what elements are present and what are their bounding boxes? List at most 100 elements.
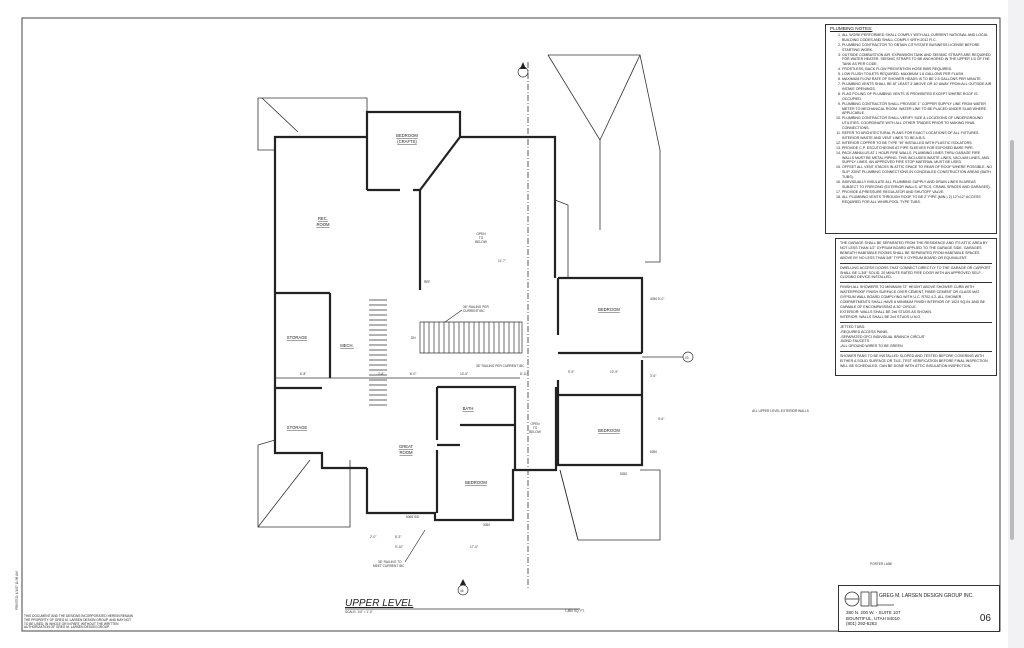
dimension-label: 2'-8" [378,372,384,376]
open-below-label: TO [479,236,484,240]
plumbing-note: OUTSIDE COMBUSTION AIR, EXPANSION TANK A… [842,53,992,68]
company-name: GREG M. LARSEN DESIGN GROUP INC. [879,593,974,599]
bedroom-crafts-label: BEDROOM [396,133,418,138]
dimension-label: 4050 [650,297,657,301]
address-line: 380 N. 200 W. - SUITE 107 [846,610,901,615]
dimension-label: 17'-0" [470,545,478,549]
dimension-label: 2'-0" [370,535,376,539]
plumbing-note: MAXIMUM FLOW RATE OF SHOWER HEADS IS TO … [842,77,992,82]
plumbing-note: LOW FLUSH TOILETS REQUIRED. MAXIMUM 1.6 … [842,72,992,77]
title-block: GREG M. LARSEN DESIGN GROUP INC. 380 N. … [838,585,1000,632]
bedroom-label: BEDROOM [598,428,620,433]
room-labels: REC. ROOM BEDROOM (CRAFTS) OPEN TO BELOW… [287,133,621,485]
plumbing-note: PLUMBING CONTRACTOR SHALL VERIFY SIZE & … [842,116,992,131]
section-marker-bottom: 06 [457,579,469,596]
dimension-label: 3'-6" [650,374,656,378]
sheet-number: 06 [979,613,991,624]
plumbing-note: FROSTLESS, BACK FLOW PREVENTION HOSE BIB… [842,67,992,72]
storage-label: STORAGE [287,335,308,340]
dimension-label: 8'-11" [520,372,528,376]
svg-text:MEET CURRENT IBC: MEET CURRENT IBC [373,564,405,568]
sheet-border [21,17,1001,632]
bedroom-crafts-label: (CRAFTS) [397,139,417,144]
plumbing-note: REFER TO ARCHITECTURAL PLANS FOR EXACT L… [842,131,992,141]
dimension-label: 5'-0" [658,297,664,301]
roof-outlines [257,54,661,541]
svg-text:36" RAILING TO: 36" RAILING TO [378,560,402,564]
section-marker-right: 03 [642,351,694,363]
plumbing-note: PACK ANNULUS AT 1 HOUR FIRE WALLS. PLUMB… [842,151,992,166]
svg-text:6068 S/D: 6068 S/D [406,515,420,519]
dimension-labels: 6'-8" 2'-8" 6'-0" 10'-5" 8'-11" 9'-9" 10'-9" 2'… [300,259,664,549]
annotations: 36" RAILING PER CURRENT IBC 36" RAILING … [373,280,892,568]
plumbing-note: FLAG POLING OF PLUMBING VENTS IS PROHIBI… [842,92,992,102]
copyright-notice: THIS DOCUMENT AND THE DESIGNS INCORPORAT… [24,614,133,630]
great-room-label: GREAT [399,444,414,449]
svg-text:36" RAILING PER CURRENT IBC: 36" RAILING PER CURRENT IBC [476,364,525,368]
drawing-scale: SCALE: 1/4" = 1'-0" [345,610,373,614]
svg-text:PORTER LANE: PORTER LANE [870,562,892,566]
print-stamp: PRINTED: 1/1/07 11:36 AM [15,571,19,610]
plumbing-note: PROVIDE A PRESSURE REGULATOR AND SHUTOFF… [842,190,992,195]
great-room-label: ROOM [399,450,413,455]
dimension-label: 3050 [483,523,490,527]
svg-text:ALL UPPER LEVEL EXTERIOR WALLS: ALL UPPER LEVEL EXTERIOR WALLS [752,409,809,413]
drawing-area: 1,850 SQ. FT. [565,609,585,613]
mech-label: MECH. [340,343,354,348]
plumbing-note: ALL PLUMBING VENTS THROUGH ROOF TO BE 2"… [842,195,992,205]
company-logo [844,591,894,607]
dimension-label: 10'-5" [460,372,468,376]
plumbing-notes: PLUMBING NOTES: ALL WORK PERFORMED SHALL… [825,24,997,234]
bath-label: BATH [463,406,474,411]
general-note: DWELLING ACCESS DOORS THAT CONNECT DIREC… [840,264,992,284]
plumbing-note: PROVIDE C.P. ESCUTCHEONS AT PIPE SLEEVES… [842,146,992,151]
dimension-label: 11'-7" [498,259,506,263]
dimension-label: 8'-3" [395,535,401,539]
dimension-label: 9'-10" [395,545,403,549]
rec-room-label: ROOM [316,222,330,227]
svg-text:REF.: REF. [424,280,431,284]
open-below-label: OPEN [530,422,540,426]
north-marker [517,62,529,78]
storage-label: STORAGE [287,425,308,430]
plumbing-note: OFFSET ALL VENT STACKS IN ATTIC SPACE TO… [842,165,992,180]
dimension-label: 6'-0" [410,372,416,376]
phone-number: (801) 292-6263 [846,621,877,626]
general-notes: THE GARAGE SHALL BE SEPARATED FROM THE R… [835,238,997,376]
rec-room-label: REC. [318,216,328,221]
svg-text:36" RAILING PER: 36" RAILING PER [463,305,489,309]
dimension-label: 5050 [620,472,627,476]
general-note: SHOWER PANS TO BE INSTALLED SLOPED AND T… [840,354,988,369]
plumbing-notes-heading: PLUMBING NOTES: [830,26,873,31]
plumbing-note: ALL WORK PERFORMED SHALL COMPLY WITH ALL… [842,33,992,43]
open-below-label: TO [533,426,538,430]
walls [273,110,644,522]
bedroom-label: BEDROOM [465,480,487,485]
svg-text:06: 06 [460,589,464,593]
dimension-label: 6'-8" [300,372,306,376]
drawing-title: UPPER LEVEL [345,598,413,609]
address-line: BOUNTIFUL, UTAH 84010 [846,615,900,621]
scrollbar[interactable] [1010,140,1014,540]
plumbing-note: PLUMBING CONTRACTOR TO OBTAIN CITY/STATE… [842,43,992,53]
plumbing-note: PLUMBING CONTRACTOR SHALL PROVIDE 1" COP… [842,102,992,117]
plumbing-note: INTERIOR COPPER TO BE TYPE "M" INSTALLED… [842,141,992,146]
dimension-label: 6050 [650,450,657,454]
plumbing-note: PLUMBING VENTS SHALL BE AT LEAST 3' ABOV… [842,82,992,92]
general-note: JETTED TUBS: -REQUIRED ACCESS PANEL -SEP… [840,323,992,353]
dimension-label: 5'-6" [658,417,664,421]
open-below-label: OPEN [476,232,486,236]
general-note: FINISH ALL SHOWERS TO MINIMUM 72" HEIGHT… [840,283,992,323]
open-below-label: BELOW [475,240,487,244]
svg-text:DN: DN [411,336,416,340]
dimension-label: 10'-9" [610,370,618,374]
svg-text:CURRENT IBC: CURRENT IBC [463,309,485,313]
bedroom-label: BEDROOM [598,307,620,312]
stairs [369,299,520,406]
open-below-label: BELOW [529,430,541,434]
general-note: THE GARAGE SHALL BE SEPARATED FROM THE R… [840,239,992,264]
dimension-label: 9'-9" [568,370,574,374]
svg-text:03: 03 [685,356,689,360]
